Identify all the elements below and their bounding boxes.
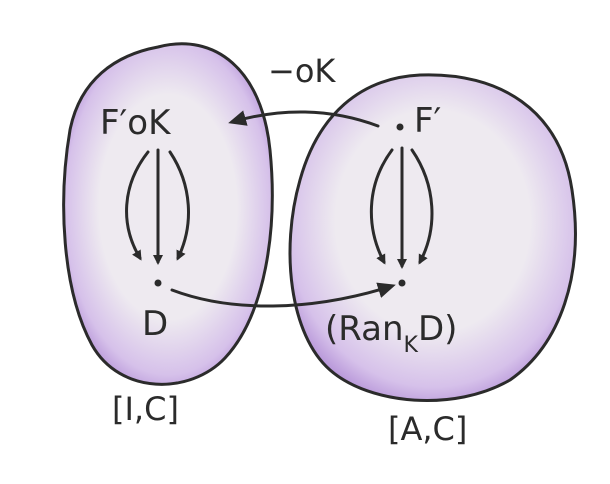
universal-arrow: [170, 282, 396, 308]
right-category-blob: [288, 73, 577, 402]
label-left-category: [I,C]: [112, 390, 179, 428]
precompose-arrow: [228, 110, 380, 128]
point-F-prime: [396, 123, 404, 131]
label-D: D: [142, 304, 168, 344]
label-precompose: −oK: [268, 52, 336, 90]
label-right-category: [A,C]: [388, 410, 467, 448]
left-natural-transformations: [125, 148, 190, 265]
point-RanKD: [398, 279, 406, 287]
point-D: [154, 279, 162, 287]
label-F-prime-o-K: F′oK: [100, 103, 172, 143]
label-F-prime: F′: [414, 101, 441, 141]
label-RanKD: (RanKD): [325, 309, 457, 358]
label-RanKD-subscript: K: [404, 333, 419, 358]
label-RanKD-prefix: (Ran: [325, 309, 404, 349]
right-natural-transformations: [369, 146, 434, 269]
label-RanKD-suffix: D): [418, 309, 457, 349]
